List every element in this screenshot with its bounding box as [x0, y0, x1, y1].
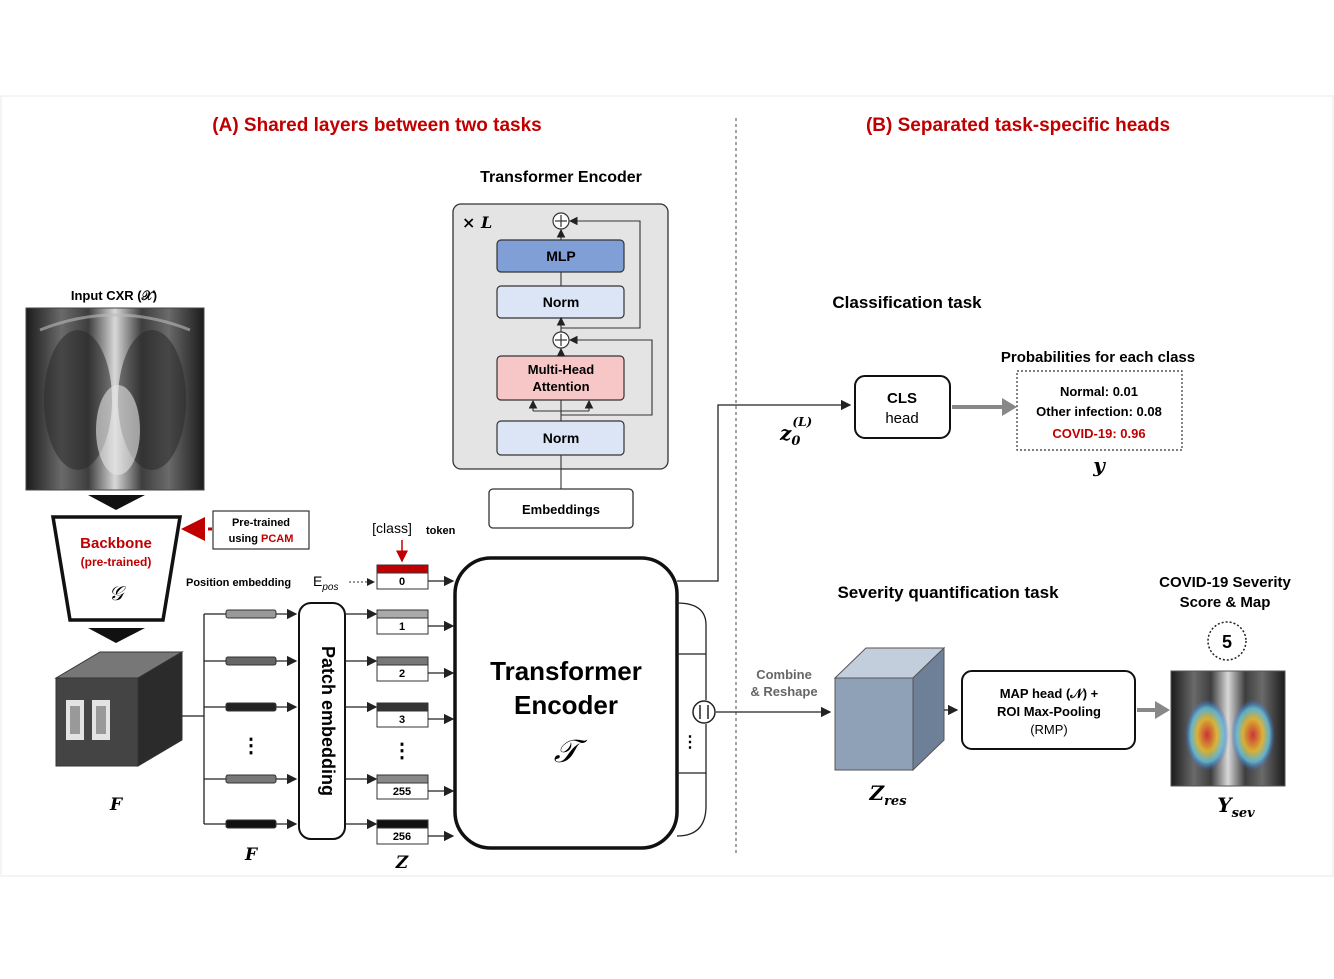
map-line2: ROI Max-Pooling [997, 704, 1101, 719]
classification-task-title: Classification task [832, 293, 982, 312]
probabilities-box [1016, 370, 1183, 451]
position-embedding-label: Position embedding [186, 577, 291, 589]
prob-covid: COVID-19: 0.96 [1052, 426, 1145, 441]
token-dots: ⋮ [392, 740, 412, 762]
class-token-word: token [426, 525, 456, 537]
mlp-label: MLP [546, 248, 576, 264]
severity-score-title-1: COVID-19 Severity [1159, 574, 1291, 591]
label-F-left: F [109, 795, 124, 815]
backbone-name: Backbone [80, 535, 152, 552]
backbone-box [50, 515, 183, 622]
token-label-3: 3 [399, 714, 405, 726]
encoder-block-flow [528, 216, 653, 469]
backbone-sub: (pre-trained) [81, 555, 152, 569]
epos-symbol: Epos [313, 573, 338, 593]
patch-embedding-label: Patch embedding [318, 646, 338, 796]
severity-map-image [1170, 670, 1286, 787]
patch-embedding-box [298, 602, 346, 840]
arrow-to-backbone [88, 495, 145, 510]
prob-normal: Normal: 0.01 [1060, 384, 1138, 399]
z0L-symbol: z0(L) [779, 415, 812, 449]
map-head-box [961, 670, 1136, 750]
severity-score-value: 5 [1222, 632, 1232, 652]
concat-icon [692, 700, 716, 724]
probabilities-title: Probabilities for each class [1001, 349, 1195, 366]
embeddings-box [488, 488, 634, 529]
backbone-symbol: 𝒢 [109, 581, 127, 605]
main-encoder-box [453, 556, 679, 850]
severity-score-badge [1207, 621, 1247, 661]
mha-label-1: Multi-Head [528, 362, 595, 377]
token-label-2: 2 [399, 668, 405, 680]
pretrained-line2: using PCAM [229, 533, 294, 545]
ysev-symbol: Ysev [1217, 793, 1255, 821]
section-a-title: (A) Shared layers between two tasks [212, 115, 541, 136]
severity-task-title: Severity quantification task [837, 583, 1059, 602]
y-symbol: y [1092, 453, 1106, 477]
token-label-255: 255 [393, 786, 411, 798]
input-xray-image [25, 307, 205, 491]
norm-bottom-label: Norm [543, 430, 580, 446]
token-arrows [345, 608, 378, 830]
main-encoder-line1: Transformer [490, 656, 642, 686]
map-line1: MAP head (𝒩) + [1000, 686, 1099, 701]
token-boxes [376, 609, 429, 845]
map-line3: (RMP) [1030, 722, 1068, 737]
embeddings-label: Embeddings [522, 502, 600, 517]
label-Z: Z [395, 853, 409, 873]
token-label-256: 256 [393, 831, 411, 843]
feature-map-cube [54, 651, 184, 767]
label-F-mid: F [244, 845, 259, 865]
combine-line2: & Reshape [750, 684, 817, 699]
section-b-title: (B) Separated task-specific heads [866, 115, 1170, 136]
cls-head-line1: CLS [887, 390, 917, 407]
encoder-block-title: Transformer Encoder [480, 169, 642, 186]
repeat-label: × L [462, 213, 492, 232]
encoder-output-dots: ⋮ [682, 734, 698, 751]
patch-fanout [182, 608, 298, 830]
page-frame [0, 95, 1334, 877]
cls-head-box [854, 375, 951, 439]
severity-score-title-2: Score & Map [1180, 594, 1271, 611]
prob-other: Other infection: 0.08 [1036, 404, 1162, 419]
zres-cube [833, 646, 946, 772]
patch-bars [225, 609, 277, 829]
encoder-input-arrows [428, 575, 455, 842]
token-label-1: 1 [399, 621, 405, 633]
arrow-to-features [88, 628, 145, 643]
combine-line1: Combine [756, 667, 812, 682]
zres-symbol: Zres [868, 781, 907, 809]
main-encoder-line2: Encoder [514, 690, 618, 720]
cls-head-line2: head [885, 410, 918, 427]
class-token-code: [class] [372, 520, 412, 536]
input-cxr-label: Input CXR (𝒳) [71, 288, 157, 303]
encoder-outputs [676, 399, 852, 837]
patch-dots: ⋮ [241, 735, 261, 757]
pretrained-box [212, 510, 310, 550]
token-label-0: 0 [399, 576, 405, 588]
mha-label-2: Attention [532, 379, 589, 394]
pretrained-line1: Pre-trained [232, 517, 290, 529]
norm-top-label: Norm [543, 294, 580, 310]
class-token-bar [376, 564, 429, 574]
